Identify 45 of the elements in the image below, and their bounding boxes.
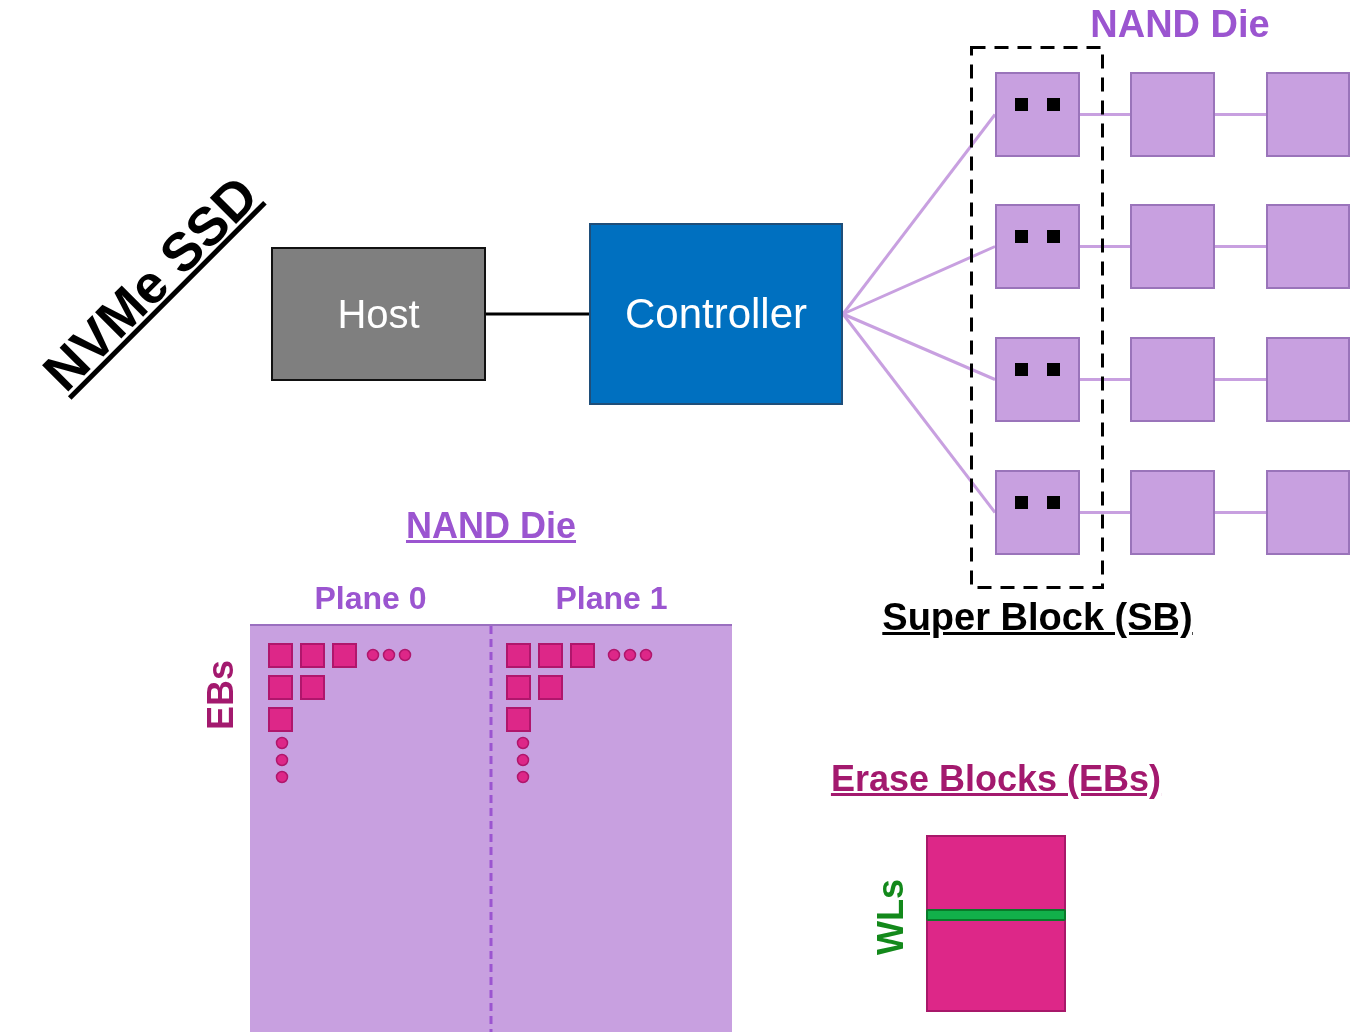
die-box: [1130, 337, 1215, 422]
die-box: [1130, 470, 1215, 555]
erase-block-square: [538, 643, 563, 668]
connector-line: [1080, 511, 1130, 514]
connector-line: [1080, 245, 1130, 248]
erase-block-square: [268, 643, 293, 668]
connector-line: [1215, 113, 1266, 116]
erase-block-square: [268, 707, 293, 732]
erase-block-square: [506, 643, 531, 668]
connector-line: [842, 312, 996, 381]
connector-line: [1215, 245, 1266, 248]
connector-line: [1215, 511, 1266, 514]
connector-line: [842, 245, 996, 316]
connector-line: [1215, 378, 1266, 381]
plane-label: Plane 1: [555, 580, 668, 617]
die-box: [1266, 72, 1350, 157]
group-heading: Super Block (SB): [882, 596, 1193, 639]
connector-line: [1080, 378, 1130, 381]
controller-box: Controller: [589, 223, 843, 405]
erase-block-square: [268, 675, 293, 700]
die-box: [1266, 204, 1350, 289]
die-box: [995, 470, 1080, 555]
erase-block-square: [300, 643, 325, 668]
die-box: [1266, 470, 1350, 555]
die-box: [1130, 204, 1215, 289]
die-heading: NAND Die: [406, 505, 576, 547]
connector-line: [486, 312, 589, 316]
die-box: [995, 337, 1080, 422]
die-box: [995, 204, 1080, 289]
erase-block-square: [506, 675, 531, 700]
plane-label: Plane 0: [314, 580, 427, 617]
die-box: [1130, 72, 1215, 157]
erase-block-heading: Erase Blocks (EBs): [830, 758, 1162, 800]
die-box: [1266, 337, 1350, 422]
host-box: Host: [271, 247, 486, 381]
die-box: [995, 72, 1080, 157]
axis-label: EBs: [200, 660, 242, 730]
erase-block-square: [506, 707, 531, 732]
connector-line: [1080, 113, 1130, 116]
erase-block-square: [570, 643, 595, 668]
erase-block-square: [538, 675, 563, 700]
erase-block-square: [332, 643, 357, 668]
erase-block-square: [300, 675, 325, 700]
die-label: NAND Die: [1090, 2, 1270, 46]
word-line-label: WLs: [870, 879, 912, 955]
